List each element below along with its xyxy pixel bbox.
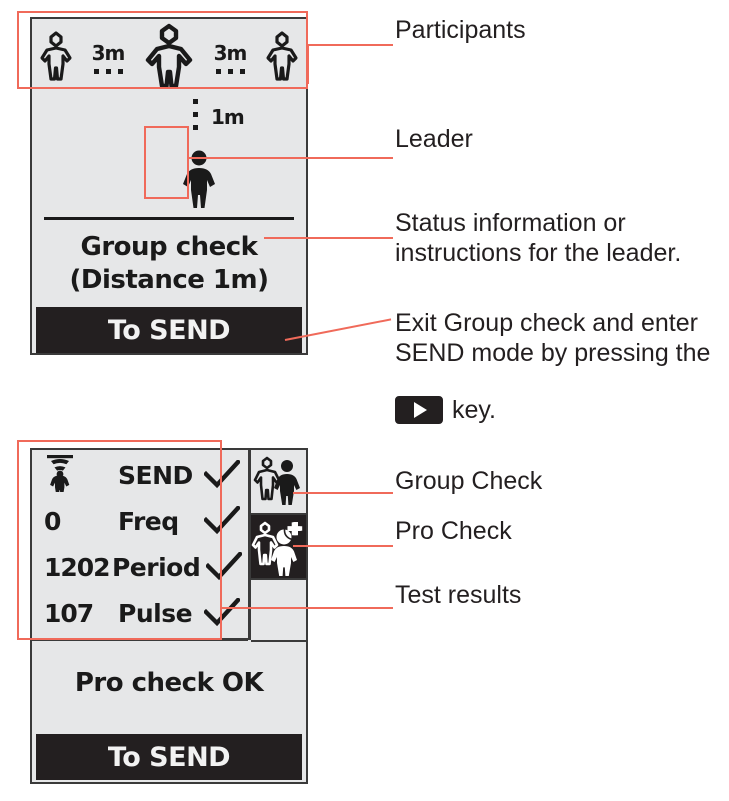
vertical-distance-label: 1m [211,105,245,129]
two-people-icon [251,456,306,517]
people-plus-icon [251,520,306,582]
callout-line-leader [188,157,393,159]
annotation-participants: Participants [395,16,526,44]
callout-line-status [264,237,393,239]
distance-dots-icon [215,68,245,74]
annotation-pro-check: Pro Check [395,517,512,545]
divider-line [44,217,294,220]
callout-line-participants [307,44,393,46]
highlight-box-participants [17,11,308,89]
pro-check-status-text: Pro check OK [74,668,264,698]
transmit-person-icon [32,452,118,498]
result-row-freq: 0 Freq [32,498,248,544]
annotation-exit-group-check: Exit Group check and enter SEND mode by … [395,309,711,367]
to-send-label: To SEND [107,314,231,346]
play-triangle [414,402,427,418]
distance-indicator-left: 3m [77,43,139,74]
to-send-button[interactable]: To SEND [36,307,302,353]
callout-line-group-check [293,492,393,494]
distance-dots-vertical-icon [193,99,198,130]
callout-line-participants-v [307,44,309,84]
empty-tile[interactable] [251,580,306,643]
annotation-leader: Leader [395,125,473,153]
check-icon [196,506,248,536]
tile-separator [251,640,306,642]
person-outline-small-icon [265,30,299,87]
annotation-status-info: Status information or instructions for t… [395,209,682,267]
result-name: Period [111,552,201,582]
to-send-label: To SEND [107,741,231,773]
check-icon [200,552,248,582]
callout-line-test-results [222,607,393,609]
vertical-distance-indicator: 1m [171,97,251,149]
annotation-test-results: Test results [395,581,522,609]
annotation-key-line: key. [395,396,496,424]
result-name: Freq [118,506,179,536]
result-row-period: 1202 Period [32,544,248,590]
group-check-screen: 3m 3m [30,17,308,355]
test-results-list: SEND 0 Freq 1202 Period 107 [32,450,248,640]
result-name: Pulse [118,598,193,628]
annotation-group-check: Group Check [395,467,543,495]
result-value: 0 [44,506,61,536]
result-value: 1202 [44,552,111,582]
play-key-icon [395,396,443,424]
pro-check-screen: SEND 0 Freq 1202 Period 107 [30,448,308,784]
check-icon [196,460,248,490]
to-send-button[interactable]: To SEND [36,734,302,780]
column-divider [248,450,251,640]
result-row-pulse: 107 Pulse [32,590,248,636]
distance-dots-icon [93,68,123,74]
annotation-key-word: key. [452,396,496,424]
person-outline-large-icon [143,23,195,94]
distance-label: 3m [213,40,248,65]
callout-line-pro-check [293,545,393,547]
pro-check-tile[interactable] [251,515,306,578]
highlight-box-leader [144,126,189,199]
tile-separator [251,513,306,515]
group-check-tile[interactable] [251,450,306,513]
result-name: SEND [118,460,193,490]
person-outline-small-icon [39,30,73,87]
result-value: 107 [44,598,94,628]
distance-indicator-right: 3m [199,43,261,74]
status-line-2: (Distance 1m) [69,265,270,295]
result-row-send: SEND [32,452,248,498]
status-line-1: Group check [80,232,258,262]
highlight-box-test-results [17,440,222,640]
participants-row: 3m 3m [32,19,306,97]
distance-label: 3m [91,40,126,65]
tile-separator [251,578,306,580]
